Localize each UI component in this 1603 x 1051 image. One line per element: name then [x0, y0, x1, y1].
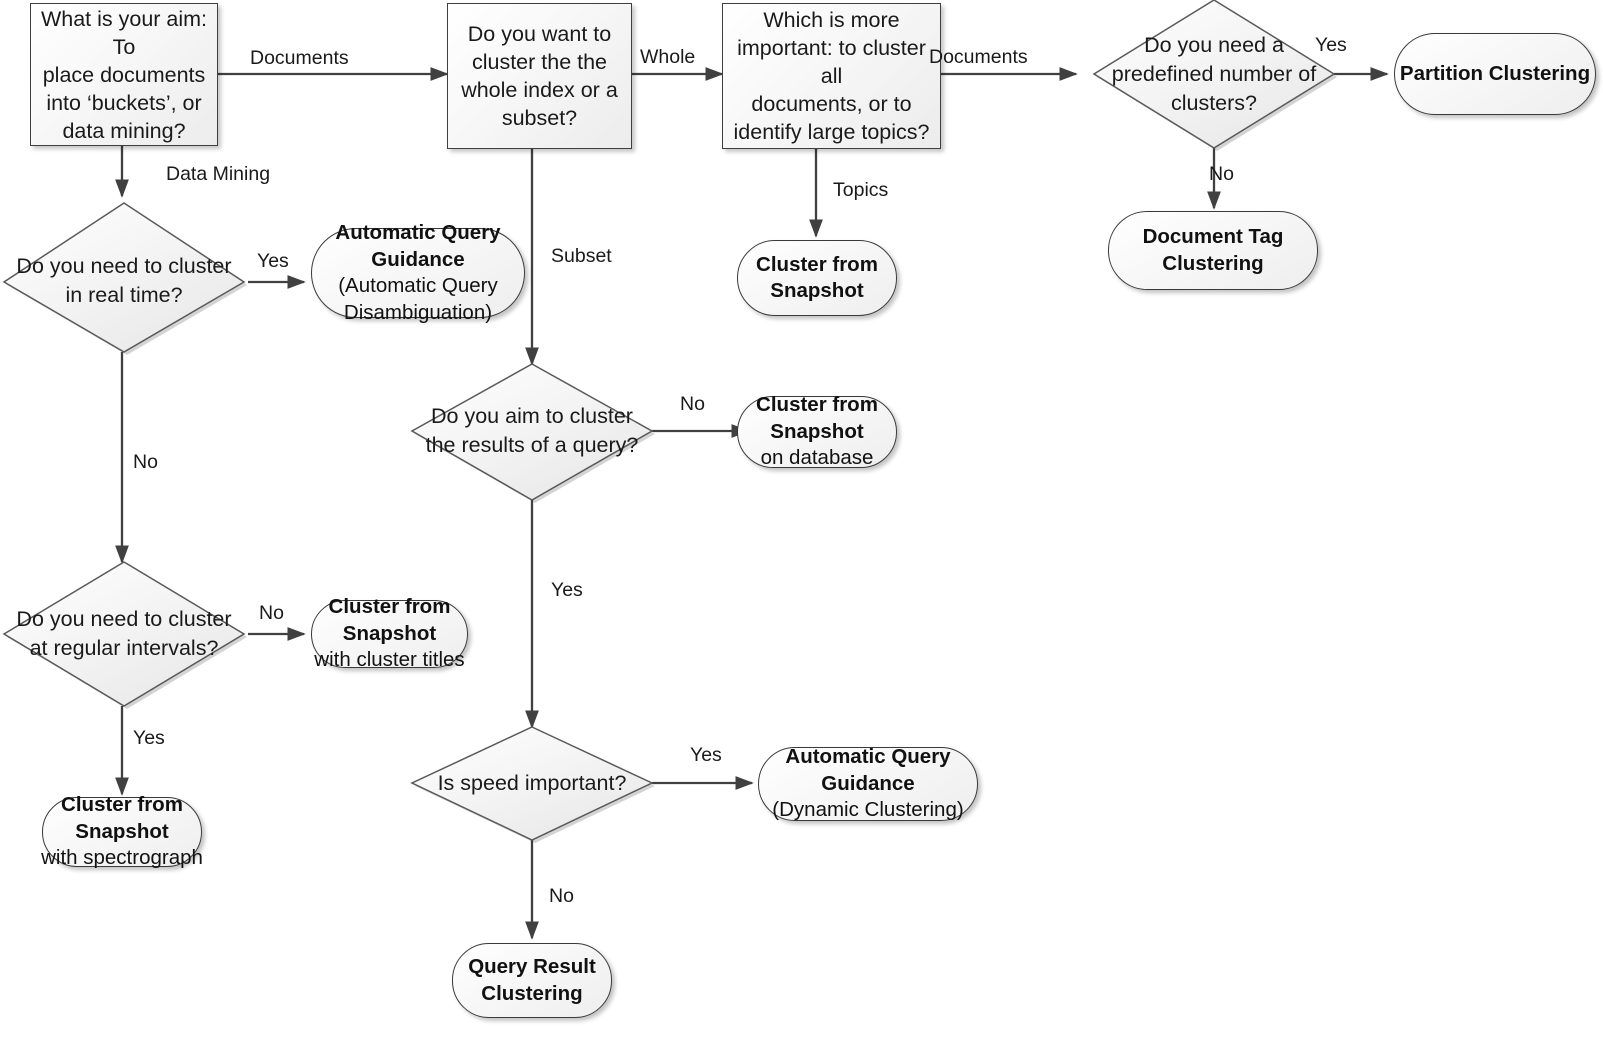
node-partition-clustering-text: Partition Clustering: [1400, 61, 1590, 88]
node-speed-important-label: Is speed important?: [412, 766, 652, 800]
edge-label-query-yes: Yes: [551, 579, 583, 601]
node-document-tag-clustering-line1: Document Tag: [1142, 225, 1284, 248]
node-cluster-snapshot-db-line2: Snapshot: [770, 419, 864, 443]
node-more-important-text: Which is more important: to cluster all …: [723, 6, 940, 146]
node-aqg-dynamic-line3: (Dynamic Clustering): [772, 798, 964, 822]
node-cluster-snapshot-titles[interactable]: Cluster from Snapshot with cluster title…: [311, 595, 468, 671]
node-regular-intervals-line2: at regular intervals?: [29, 636, 219, 660]
edge-label-realtime-yes: Yes: [257, 250, 289, 272]
node-aqg-disambiguation-line1: Automatic Query: [335, 221, 501, 244]
node-cluster-snapshot-spectrograph-line2: Snapshot: [75, 819, 169, 843]
node-predefined-clusters-line3: clusters?: [1170, 90, 1258, 115]
node-aqg-disambiguation-line4: Disambiguation): [343, 300, 493, 324]
diamond-predefined-clusters: [1092, 0, 1336, 149]
node-cluster-snapshot-titles-line1: Cluster from: [328, 595, 451, 619]
node-cluster-snapshot-db-text: Cluster from Snapshot on database: [756, 392, 878, 472]
node-document-tag-clustering[interactable]: Document Tag Clustering: [1108, 211, 1318, 290]
node-cluster-snapshot-topics-line2: Snapshot: [770, 279, 864, 302]
node-cluster-snapshot-db[interactable]: Cluster from Snapshot on database: [737, 393, 897, 469]
node-query-result-clustering[interactable]: Query Result Clustering: [452, 943, 612, 1018]
node-predefined-clusters-line2: predefined number of: [1111, 61, 1317, 86]
node-regular-intervals-label: Do you need to cluster at regular interv…: [4, 597, 244, 671]
node-aim-line3: into ‘buckets’, or: [46, 90, 202, 115]
node-aqg-dynamic-line2: Guidance: [821, 771, 915, 795]
node-query-result-clustering-line1: Query Result: [468, 955, 596, 978]
node-aqg-dynamic-text: Automatic Query Guidance (Dynamic Cluste…: [772, 744, 963, 824]
edge-label-important-to-snapshot: Topics: [833, 179, 889, 201]
node-cluster-snapshot-topics-text: Cluster from Snapshot: [756, 252, 878, 305]
node-aim[interactable]: What is your aim: To place documents int…: [30, 3, 218, 146]
node-whole-or-subset-line2: cluster the the: [471, 50, 608, 74]
edge-label-speed-yes: Yes: [690, 744, 722, 766]
diamond-cluster-query-results: [410, 363, 654, 501]
node-query-result-clustering-text: Query Result Clustering: [468, 954, 596, 1007]
node-document-tag-clustering-line2: Clustering: [1162, 251, 1264, 275]
node-whole-or-subset-line1: Do you want to: [467, 22, 612, 46]
node-cluster-snapshot-spectrograph-line1: Cluster from: [61, 793, 183, 817]
node-aim-line2: place documents: [42, 62, 206, 87]
node-aqg-dynamic[interactable]: Automatic Query Guidance (Dynamic Cluste…: [758, 744, 978, 824]
edge-label-speed-no: No: [549, 885, 574, 907]
node-aqg-disambiguation[interactable]: Automatic Query Guidance (Automatic Quer…: [311, 221, 525, 324]
edge-label-whole-to-important: Whole: [640, 46, 696, 68]
node-cluster-snapshot-db-line3: on database: [760, 446, 874, 470]
node-more-important-line2: important: to cluster all: [737, 36, 926, 88]
node-partition-clustering-line1: Partition Clustering: [1399, 61, 1591, 85]
diamond-real-time: [2, 202, 246, 353]
edge-label-intervals-no: No: [259, 602, 284, 624]
node-whole-or-subset-line3: whole index or a: [461, 78, 618, 102]
node-more-important-line3: documents, or to: [751, 92, 912, 116]
node-more-important-line4: identify large topics?: [733, 120, 930, 144]
node-cluster-query-results-line1: Do you aim to cluster: [431, 404, 633, 428]
node-cluster-snapshot-db-line1: Cluster from: [756, 393, 878, 417]
node-aqg-disambiguation-line3: (Automatic Query: [338, 274, 498, 297]
node-document-tag-clustering-text: Document Tag Clustering: [1143, 224, 1284, 277]
node-speed-important-line1: Is speed important?: [437, 770, 627, 795]
node-more-important[interactable]: Which is more important: to cluster all …: [722, 3, 941, 149]
node-predefined-clusters-label: Do you need a predefined number of clust…: [1094, 26, 1334, 122]
node-partition-clustering[interactable]: Partition Clustering: [1394, 33, 1596, 115]
node-query-result-clustering-line2: Clustering: [481, 981, 583, 1005]
node-more-important-line1: Which is more: [763, 8, 900, 32]
node-aim-line4: data mining?: [62, 118, 186, 143]
node-aqg-disambiguation-text: Automatic Query Guidance (Automatic Quer…: [335, 220, 500, 326]
edge-label-aim-to-whole: Documents: [250, 47, 349, 69]
node-cluster-snapshot-topics-line1: Cluster from: [756, 252, 878, 276]
node-regular-intervals-line1: Do you need to cluster: [16, 607, 232, 631]
node-cluster-query-results-label: Do you aim to cluster the results of a q…: [412, 394, 652, 468]
node-real-time-label: Do you need to cluster in real time?: [4, 244, 244, 318]
node-cluster-snapshot-spectrograph-text: Cluster from Snapshot with spectrograph: [41, 792, 203, 872]
edge-label-query-no: No: [680, 393, 705, 415]
edge-label-predefined-no: No: [1209, 163, 1234, 185]
node-real-time-line2: in real time?: [65, 283, 183, 307]
node-cluster-snapshot-topics[interactable]: Cluster from Snapshot: [737, 240, 897, 316]
edge-label-whole-to-query: Subset: [551, 245, 612, 267]
node-cluster-snapshot-spectrograph[interactable]: Cluster from Snapshot with spectrograph: [41, 793, 203, 869]
edge-label-intervals-yes: Yes: [133, 727, 165, 749]
node-aqg-disambiguation-line2: Guidance: [371, 247, 465, 271]
edge-label-important-to-predefined: Documents: [929, 46, 1028, 68]
node-cluster-snapshot-titles-line3: with cluster titles: [314, 648, 465, 672]
node-cluster-snapshot-titles-line2: Snapshot: [342, 621, 437, 645]
edge-label-predefined-yes: Yes: [1315, 34, 1347, 56]
node-aqg-dynamic-line1: Automatic Query: [785, 745, 951, 769]
node-cluster-snapshot-spectrograph-line3: with spectrograph: [41, 846, 203, 870]
node-real-time-line1: Do you need to cluster: [16, 254, 232, 278]
diamond-regular-intervals: [2, 561, 246, 707]
diamond-speed-important: [410, 726, 654, 841]
edge-label-realtime-no: No: [133, 451, 158, 473]
node-aim-line1: What is your aim: To: [40, 6, 208, 59]
node-whole-or-subset-text: Do you want to cluster the the whole ind…: [455, 20, 624, 132]
node-predefined-clusters-line1: Do you need a: [1144, 32, 1284, 57]
node-cluster-query-results-line2: the results of a query?: [425, 433, 639, 457]
node-aim-text: What is your aim: To place documents int…: [31, 5, 217, 145]
node-whole-or-subset-line4: subset?: [501, 106, 578, 130]
node-whole-or-subset[interactable]: Do you want to cluster the the whole ind…: [447, 3, 632, 149]
node-cluster-snapshot-titles-text: Cluster from Snapshot with cluster title…: [314, 594, 464, 674]
edge-label-aim-to-realtime: Data Mining: [166, 163, 271, 185]
